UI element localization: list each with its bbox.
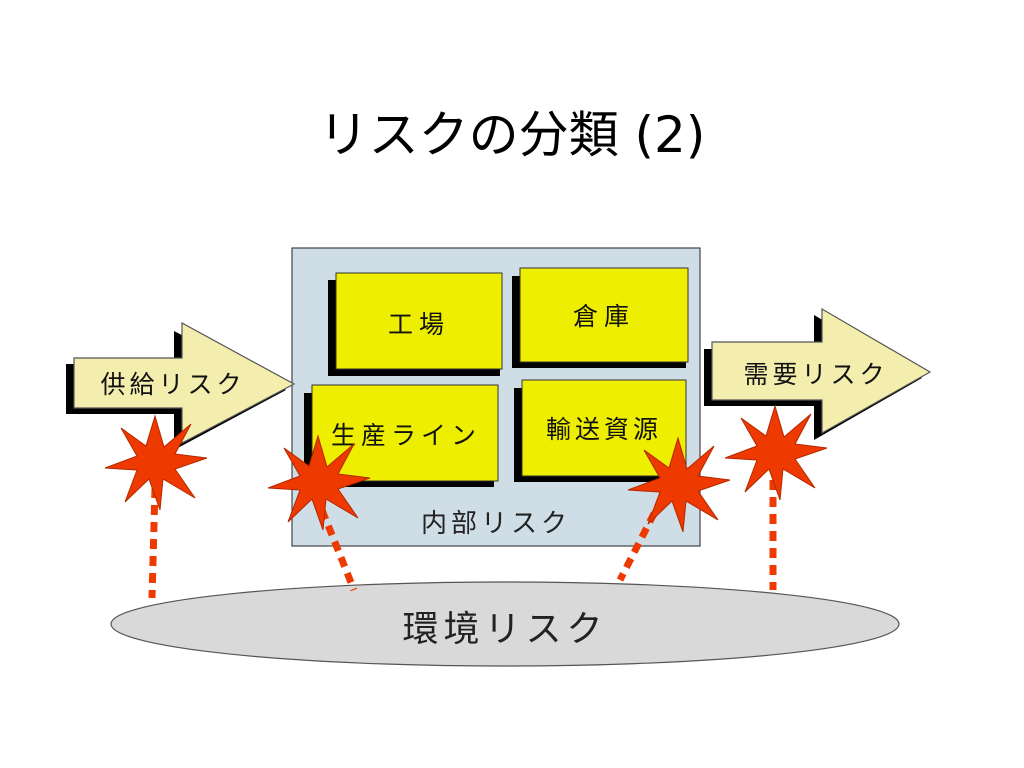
burst-transport xyxy=(627,436,731,533)
supply-risk-label: 供給リスク xyxy=(100,370,245,399)
demand-risk-label: 需要リスク xyxy=(743,360,888,389)
connector-lines xyxy=(148,480,777,599)
connector-line-supply xyxy=(148,487,159,599)
internal-risk-label: 内部リスク xyxy=(421,509,571,539)
cell-factory-label: 工場 xyxy=(388,310,450,339)
connector-line-production xyxy=(318,508,358,592)
cell-warehouse: 倉庫 xyxy=(512,267,689,368)
page-title: リスクの分類 (2) xyxy=(318,106,706,164)
connector-line-transport xyxy=(616,496,666,582)
environment-risk: 環境リスク xyxy=(110,581,900,667)
cell-production-line-label: 生産ライン xyxy=(331,421,481,450)
burst-supply xyxy=(104,414,208,511)
supply-risk-arrow: 供給リスク xyxy=(66,321,296,450)
burst-production xyxy=(267,434,371,531)
cell-transport-label: 輸送資源 xyxy=(546,415,662,444)
cell-factory: 工場 xyxy=(328,272,503,376)
environment-risk-label: 環境リスク xyxy=(402,609,607,650)
cell-warehouse-label: 倉庫 xyxy=(573,302,635,331)
demand-risk-arrow: 需要リスク xyxy=(704,307,932,440)
burst-demand xyxy=(724,404,828,501)
